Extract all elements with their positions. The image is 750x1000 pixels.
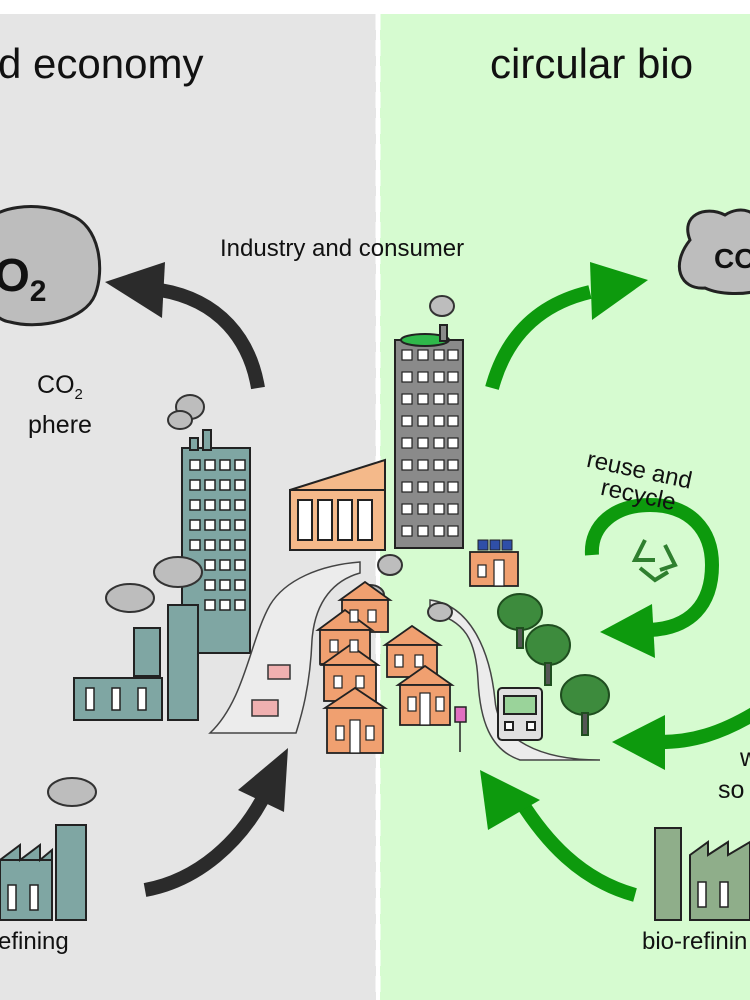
center-label: Industry and consumer [220,235,465,262]
house-windows [329,559,505,754]
car-icon [251,664,291,717]
tree-icon [497,593,610,736]
left-bottom-label: efining [0,928,69,955]
right-arrow-from-biorefining [514,796,637,902]
right-road [429,599,601,761]
bus-stop-sign [454,706,467,752]
right-arrow-head-side [612,715,665,770]
left-arrow-head-up [105,262,165,318]
reuse-recycle-loop-arrow [584,497,720,637]
left-arrow-to-industry [143,796,269,897]
left-smoke-clouds [47,394,205,807]
left-arrow-head-industry [238,748,288,812]
right-arrow-from-side [659,707,750,749]
recycle-icon [631,539,678,583]
left-arrow-to-atmosphere [158,283,265,390]
right-bottom-label: bio-refinin [642,928,748,955]
reuse-recycle-loop-head [600,604,655,658]
left-co2-caption: CO2 phere [28,371,92,439]
left-co2-cloud-icon [0,205,102,327]
right-co2-cloud-label: CO [714,243,750,274]
left-panel-title: d economy [0,40,204,87]
right-arrow-to-atmosphere [485,285,592,390]
bio-refinery-windows [697,881,729,908]
bus-icon [497,687,543,741]
tower-windows [401,349,459,537]
solar-panels [477,539,513,551]
left-co2-cloud-label: O2 [0,249,47,309]
left-road [208,561,361,734]
right-arrow-head-industry [480,770,540,830]
left-building-windows [7,459,246,911]
industry-building [289,458,386,551]
right-co2-cloud-icon [677,208,750,295]
right-arrow-head-up [590,262,648,320]
right-side-label: w so [718,744,750,804]
right-panel-title: circular bio [490,40,694,87]
